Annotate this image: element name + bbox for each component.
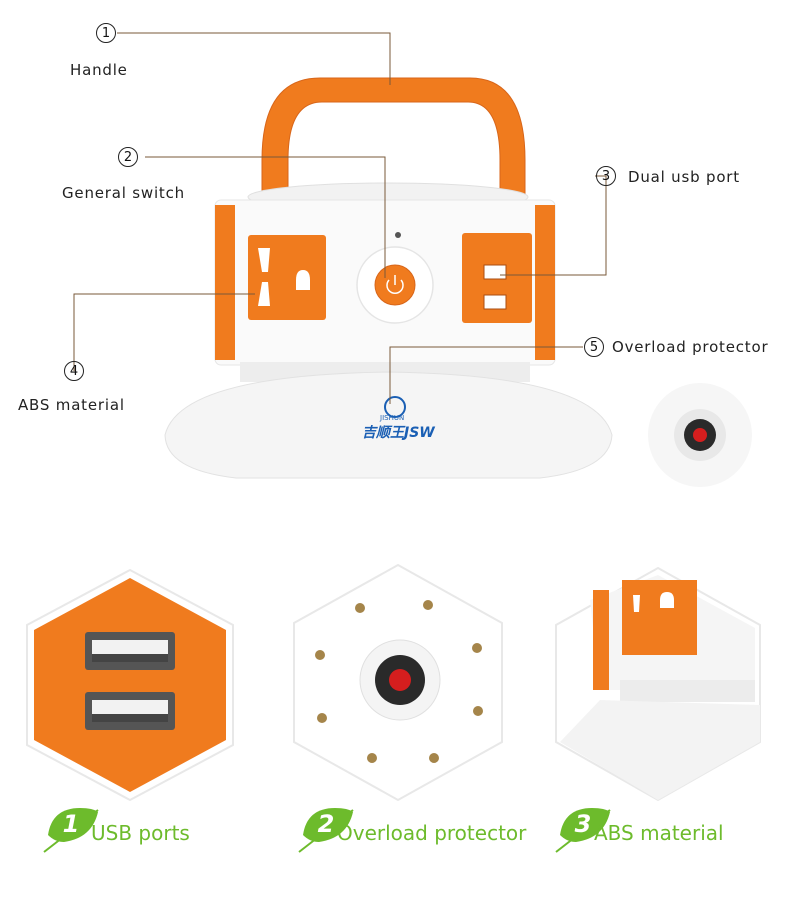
- hex-usb-ports: [26, 568, 234, 802]
- callout-label-general-switch: General switch: [62, 184, 185, 202]
- brand-logo: 吉顺王JSW: [362, 424, 435, 441]
- feature-number-1: 1: [62, 810, 80, 838]
- svg-text:JISHUN: JISHUN: [379, 414, 404, 422]
- badge-leaf-2: [298, 808, 354, 853]
- base-shape: [164, 371, 613, 479]
- callout-label-abs-material: ABS material: [18, 396, 125, 414]
- hex-abs-material: [555, 566, 761, 802]
- callout-number-2: 2: [118, 147, 138, 167]
- callout-number-5: 5: [584, 337, 604, 357]
- universal-socket: [248, 235, 326, 320]
- callout-label-overload-protector: Overload protector: [612, 338, 769, 356]
- callout-label-dual-usb-port: Dual usb port: [628, 168, 740, 186]
- feature-label-overload-protector: Overload protector: [337, 821, 527, 845]
- hex-overload-protector: [293, 563, 503, 802]
- callout-number-1: 1: [96, 23, 116, 43]
- badge-leaf-1: [43, 808, 99, 853]
- callout-number-3: 3: [596, 166, 616, 186]
- overload-button-detail: [693, 428, 707, 442]
- badge-leaf-3: [555, 808, 611, 853]
- callout-label-handle: Handle: [70, 61, 128, 79]
- feature-label-usb-ports: USB ports: [91, 821, 190, 845]
- feature-label-abs-material: ABS material: [594, 821, 724, 845]
- feature-number-2: 2: [317, 810, 335, 838]
- callout-number-4: 4: [64, 361, 84, 381]
- feature-number-3: 3: [574, 810, 592, 838]
- handle-shape: [261, 77, 526, 196]
